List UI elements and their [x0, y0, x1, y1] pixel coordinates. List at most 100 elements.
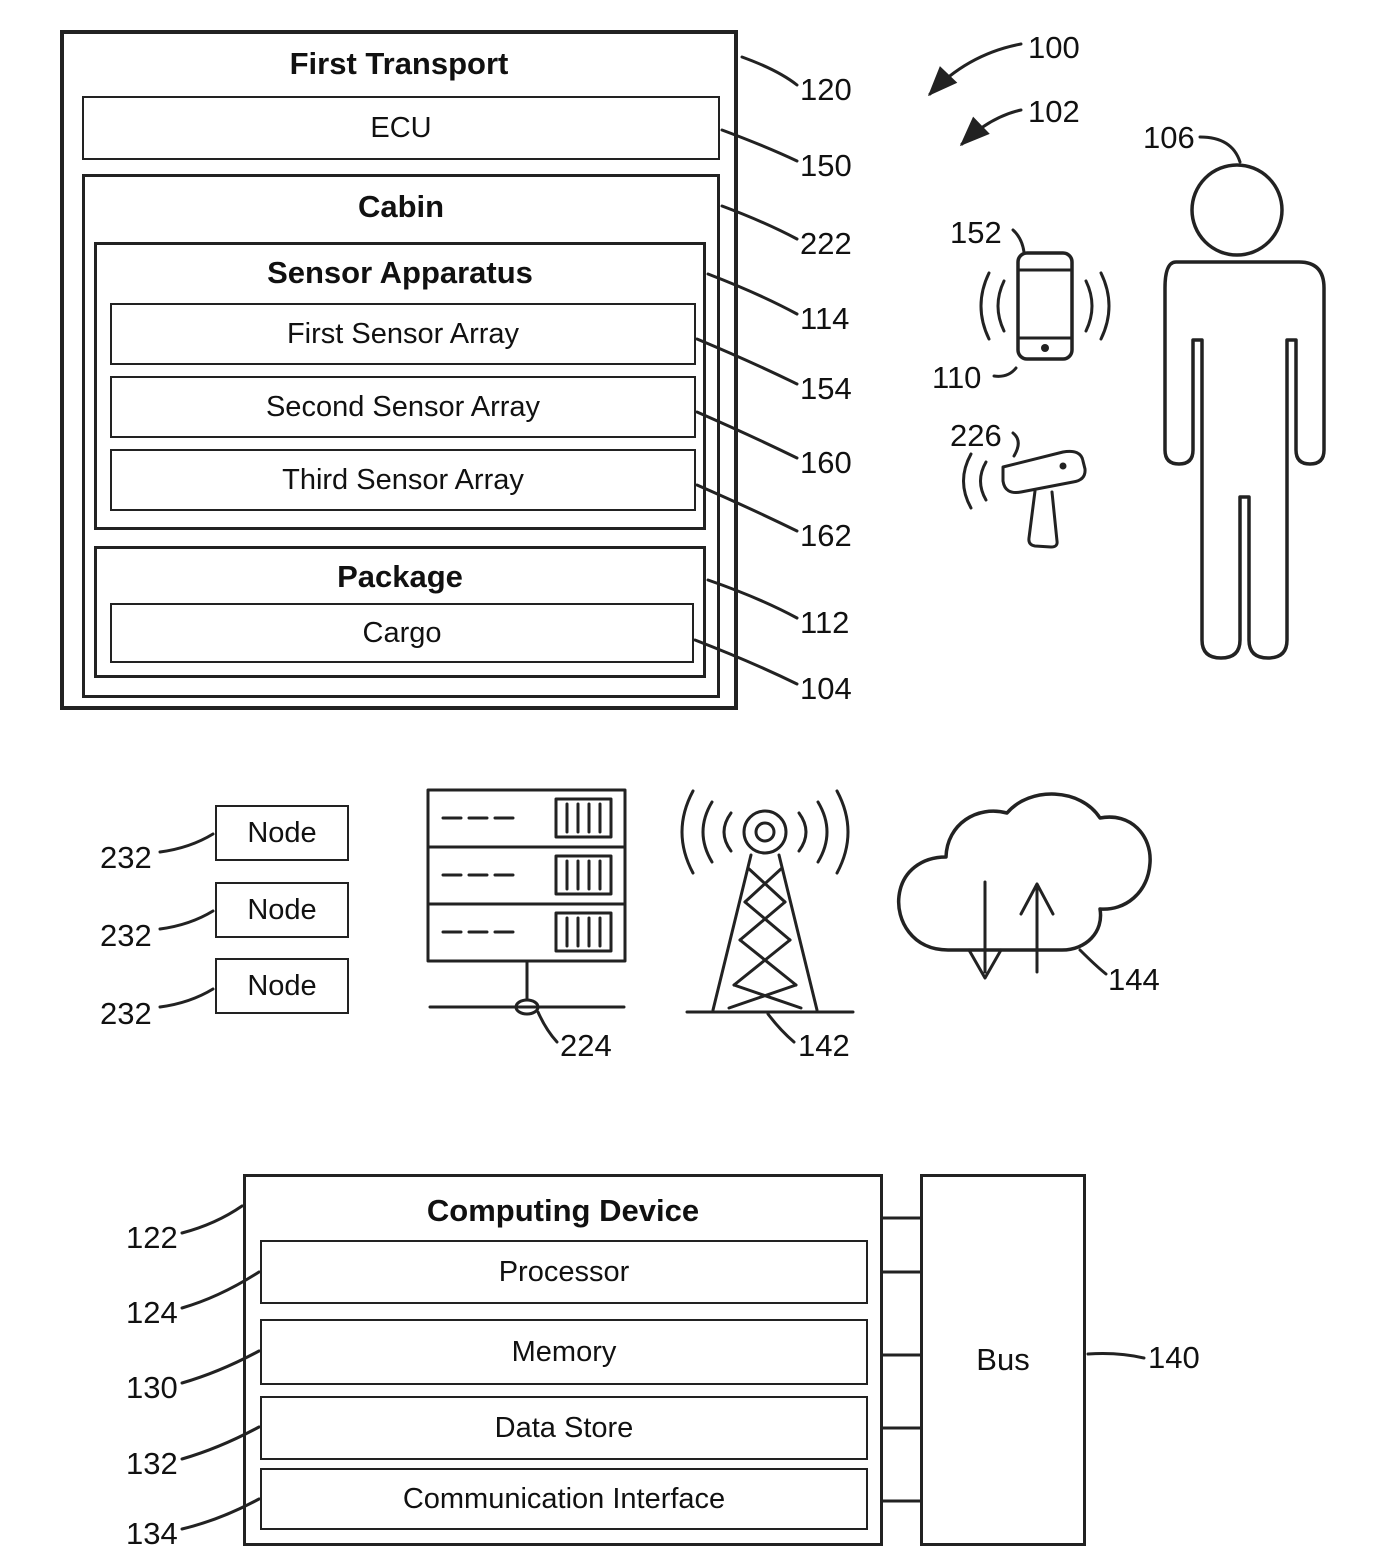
ref-222: 222	[800, 226, 852, 261]
ref-114: 114	[800, 301, 850, 336]
bus-box: Bus	[920, 1174, 1086, 1546]
bus-label: Bus	[976, 1342, 1030, 1377]
ref-150: 150	[800, 148, 852, 183]
wireless-wave	[979, 271, 991, 341]
processor-box: Processor	[260, 1240, 868, 1304]
leader-152	[1011, 228, 1026, 254]
memory-label: Memory	[511, 1335, 617, 1368]
ref-134: 134	[126, 1516, 178, 1551]
ref-152: 152	[950, 215, 1002, 250]
leader-232-2	[158, 909, 215, 931]
computing-device-box: Computing Device	[243, 1174, 883, 1546]
ref-232-3: 232	[100, 996, 152, 1031]
ref-226: 226	[950, 418, 1002, 453]
leader-142	[766, 1012, 796, 1044]
leader-120	[740, 55, 799, 87]
ref-120: 120	[800, 72, 852, 107]
ref-124: 124	[126, 1295, 178, 1330]
second-sensor-array-label: Second Sensor Array	[265, 390, 541, 423]
node-box-3: Node	[215, 958, 349, 1014]
third-sensor-array-label: Third Sensor Array	[282, 463, 524, 496]
ref-224: 224	[560, 1028, 612, 1063]
ref-102: 102	[1028, 94, 1080, 129]
ecu-label: ECU	[370, 111, 432, 144]
node-label: Node	[247, 816, 317, 849]
ref-122: 122	[126, 1220, 178, 1255]
second-sensor-array-box: Second Sensor Array	[110, 376, 696, 438]
ref-162: 162	[800, 518, 852, 553]
first-sensor-array-label: First Sensor Array	[286, 317, 520, 350]
ref-110: 110	[932, 360, 982, 395]
leader-224	[536, 1010, 559, 1044]
data-store-label: Data Store	[494, 1411, 634, 1444]
arrow-102	[959, 108, 1023, 147]
smartphone-icon	[979, 251, 1111, 361]
cloud-sync-icon	[896, 792, 1152, 980]
radio-wave	[722, 811, 733, 853]
computing-device-title: Computing Device	[426, 1193, 700, 1228]
ref-100: 100	[1028, 30, 1080, 65]
node-box-2: Node	[215, 882, 349, 938]
wireless-wave	[979, 460, 988, 502]
communication-interface-label: Communication Interface	[402, 1482, 726, 1515]
sensor-apparatus-box: Sensor Apparatus	[94, 242, 706, 530]
leader-110	[992, 366, 1018, 378]
first-sensor-array-box: First Sensor Array	[110, 303, 696, 365]
server-icon	[426, 788, 627, 1016]
radio-tower-icon	[680, 789, 855, 1014]
ref-144: 144	[1108, 962, 1160, 997]
leader-106	[1198, 135, 1242, 164]
ecu-box: ECU	[82, 96, 720, 160]
leader-232-1	[158, 832, 215, 854]
leader-144	[1078, 948, 1108, 976]
person-icon	[1163, 163, 1326, 660]
leader-226	[1011, 431, 1020, 458]
sensor-apparatus-title: Sensor Apparatus	[267, 255, 533, 290]
ref-160: 160	[800, 445, 852, 480]
first-transport-title: First Transport	[289, 46, 509, 81]
ref-232-1: 232	[100, 840, 152, 875]
leader-122	[180, 1204, 244, 1235]
leader-140	[1086, 1352, 1146, 1360]
arrow-100	[927, 42, 1023, 97]
ref-154: 154	[800, 371, 852, 406]
download-arrow	[967, 880, 1003, 980]
node-label: Node	[247, 969, 317, 1002]
data-store-box: Data Store	[260, 1396, 868, 1460]
ref-132: 132	[126, 1446, 178, 1481]
ref-106: 106	[1143, 120, 1195, 155]
upload-arrow	[1019, 882, 1055, 974]
node-label: Node	[247, 893, 317, 926]
leader-lines-nodes	[158, 832, 215, 1009]
wireless-wave	[996, 279, 1006, 333]
node-box-1: Node	[215, 805, 349, 861]
wireless-wave	[962, 452, 973, 510]
cabin-box: Cabin	[82, 174, 720, 698]
radio-wave	[680, 789, 695, 875]
handheld-scanner-icon	[962, 449, 1087, 549]
package-title: Package	[337, 559, 463, 594]
cabin-title: Cabin	[357, 189, 445, 224]
radio-wave	[797, 811, 808, 853]
cargo-box: Cargo	[110, 603, 694, 663]
ref-112: 112	[800, 605, 850, 640]
communication-interface-box: Communication Interface	[260, 1468, 868, 1530]
leader-232-3	[158, 987, 215, 1009]
cargo-label: Cargo	[362, 616, 442, 649]
wireless-wave	[1084, 279, 1094, 333]
radio-wave	[835, 789, 850, 875]
ref-130: 130	[126, 1370, 178, 1405]
third-sensor-array-box: Third Sensor Array	[110, 449, 696, 511]
radio-wave	[816, 800, 829, 864]
bus-connector-lines	[881, 1216, 922, 1503]
first-transport-box: First Transport	[60, 30, 738, 710]
package-box: Package	[94, 546, 706, 678]
ref-104: 104	[800, 671, 852, 706]
ref-140: 140	[1148, 1340, 1200, 1375]
ref-142: 142	[798, 1028, 850, 1063]
wireless-wave	[1099, 271, 1111, 341]
memory-box: Memory	[260, 1319, 868, 1385]
processor-label: Processor	[498, 1255, 630, 1288]
ref-232-2: 232	[100, 918, 152, 953]
